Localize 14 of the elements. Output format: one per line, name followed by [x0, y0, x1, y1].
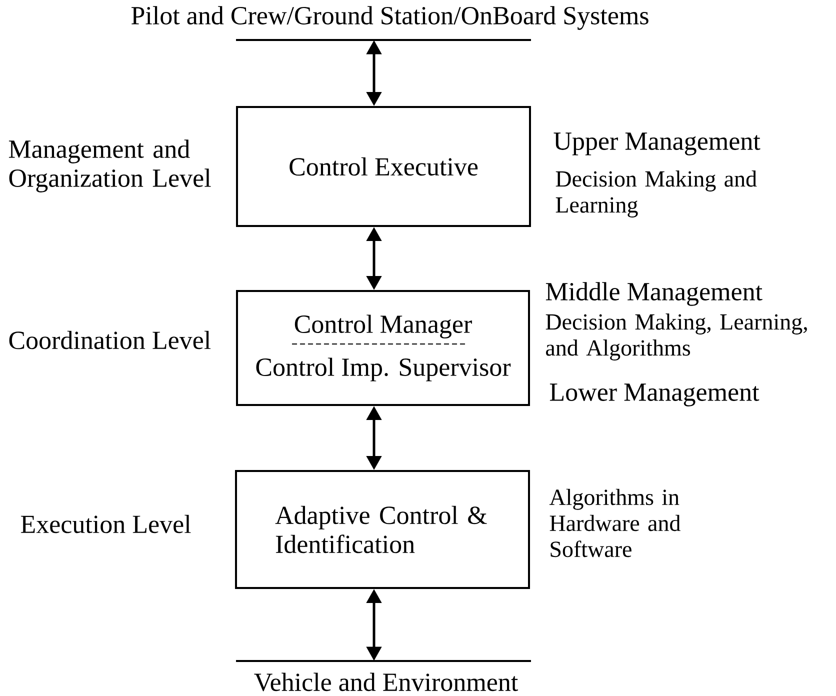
level-box: Adaptive Control & Identification [235, 470, 530, 589]
level-box: Control Manager Control Imp. Supervisor [236, 290, 530, 406]
level-description: Coordination Level [9, 330, 211, 350]
level-description: Execution Level [20, 514, 191, 534]
level-description: Decision Making, Learning, and Algorithms [546, 314, 807, 360]
level-description: Decision Making and Learning [556, 170, 757, 218]
level-description: Upper Management [554, 132, 760, 156]
level-description: Middle Management [546, 282, 762, 306]
boundary-label: Pilot and Crew/Ground Station/OnBoard Systems [132, 6, 648, 30]
boundary-label: Vehicle and Environment [254, 672, 518, 692]
level-description: Management and Organization Level [8, 140, 211, 192]
level-description: Lower Management [550, 384, 760, 406]
level-box: Control Executive [236, 106, 531, 227]
level-description: Algorithms in Hardware and Software [549, 488, 680, 558]
